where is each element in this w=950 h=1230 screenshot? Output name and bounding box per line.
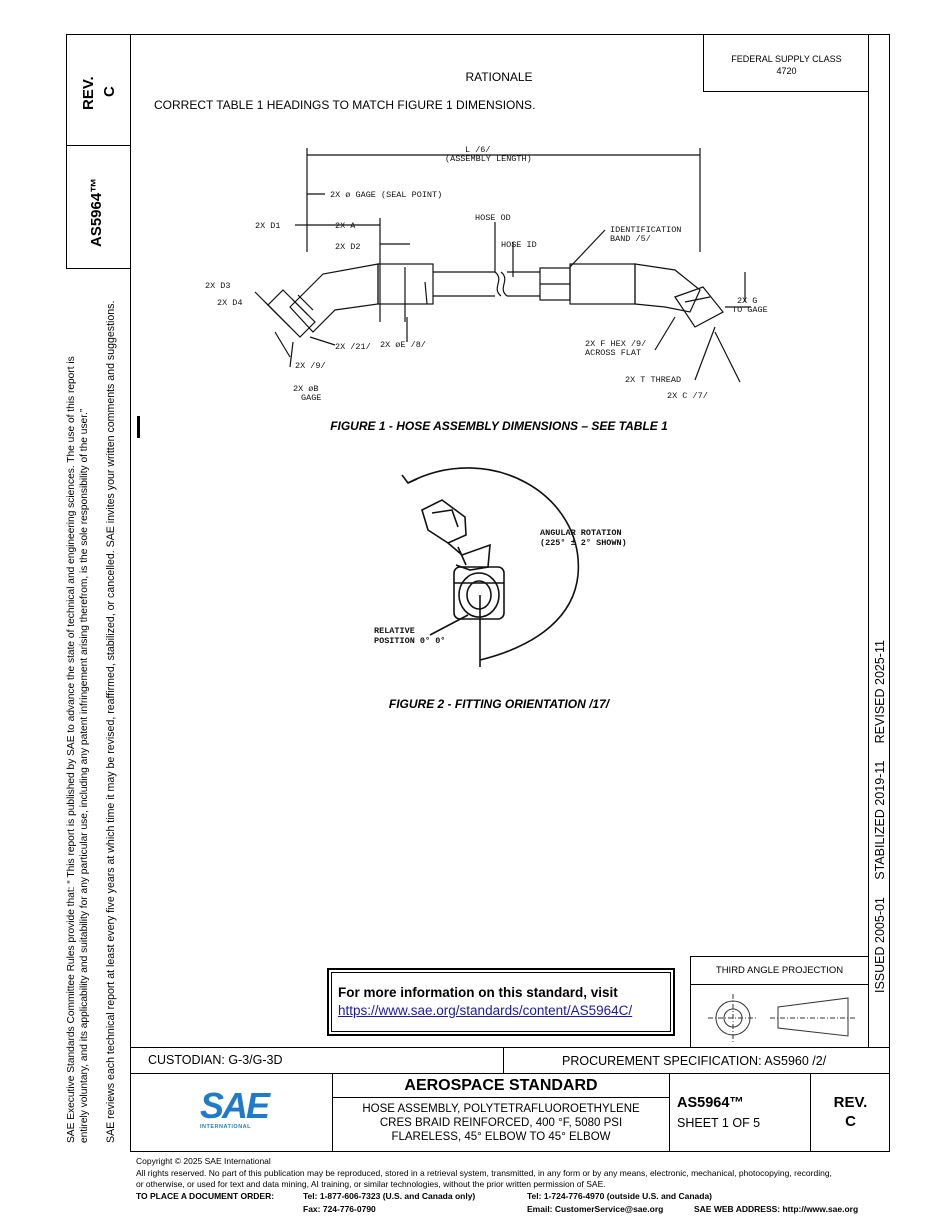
rev-box — [66, 34, 131, 146]
title-line-1: HOSE ASSEMBLY, POLYTETRAFLUOROETHYLENE — [362, 1103, 640, 1115]
federal-supply-box — [703, 34, 869, 92]
fig1-g-2: TO GAGE — [732, 305, 768, 315]
info-box-link[interactable]: https://www.sae.org/standards/content/AS… — [338, 1003, 633, 1018]
rationale-text: CORRECT TABLE 1 HEADINGS TO MATCH FIGURE… — [154, 98, 536, 112]
info-box-title: For more information on this standard, v… — [338, 985, 618, 1000]
figure-1-caption: FIGURE 1 - HOSE ASSEMBLY DIMENSIONS – SE… — [330, 419, 668, 433]
doc-number-vertical: AS5964™ — [88, 177, 105, 247]
fig1-length: L /6/ — [465, 145, 491, 155]
fig1-d1: 2X D1 — [255, 221, 281, 231]
fig1-d2: 2X D2 — [335, 242, 361, 252]
disclaimer-line-3: SAE reviews each technical report at lea… — [105, 300, 117, 1143]
fig1-gage-seal: 2X ø GAGE (SEAL POINT) — [330, 190, 442, 200]
web-address[interactable]: SAE WEB ADDRESS: http://www.sae.org — [694, 1204, 859, 1214]
info-box — [327, 968, 675, 1036]
change-bar — [137, 416, 140, 438]
rights-line-1: All rights reserved. No part of this pub… — [136, 1168, 832, 1178]
fig1-d4: 2X D4 — [217, 298, 243, 308]
order-label: TO PLACE A DOCUMENT ORDER: — [136, 1191, 275, 1201]
fig1-e: 2X øE /8/ — [380, 340, 426, 350]
figure-2-caption: FIGURE 2 - FITTING ORIENTATION /17/ — [388, 697, 610, 711]
federal-supply-line1: FEDERAL SUPPLY CLASS — [731, 54, 842, 64]
fig1-f-hex-2: ACROSS FLAT — [585, 348, 641, 358]
fig1-c17: 2X C /7/ — [667, 391, 708, 401]
title-rev-label: REV. — [833, 1094, 868, 1111]
third-angle-box — [690, 956, 869, 1048]
fig2-relative-2: POSITION 0° 0° — [374, 636, 445, 646]
fax: Fax: 724-776-0790 — [303, 1204, 376, 1214]
copyright: Copyright © 2025 SAE International — [136, 1156, 271, 1166]
fig1-g-1: 2X G — [737, 296, 757, 306]
rev-value: C — [101, 86, 118, 97]
fig1-d3: 2X D3 — [205, 281, 231, 291]
title-rev-value: C — [845, 1113, 856, 1130]
sae-logo: SAE INTERNATIONAL — [200, 1088, 270, 1136]
fig1-b-2: GAGE — [301, 393, 321, 403]
fig1-n9: 2X /9/ — [295, 361, 326, 371]
rationale-heading: RATIONALE — [465, 70, 533, 84]
tel-us: Tel: 1-877-606-7323 (U.S. and Canada onl… — [303, 1191, 476, 1201]
sae-logo-letters: SAE — [200, 1085, 270, 1126]
fig1-t-thread: 2X T THREAD — [625, 375, 681, 385]
title-line-2: CRES BRAID REINFORCED, 400 °F, 5080 PSI — [379, 1117, 623, 1129]
fig2-angular-2: (225° ± 2° SHOWN) — [540, 538, 627, 548]
title-doc-number: AS5964™ — [677, 1095, 744, 1111]
disclaimer-line-1: SAE Executive Standards Committee Rules … — [66, 356, 77, 1143]
third-angle-label: THIRD ANGLE PROJECTION — [715, 965, 844, 976]
tel-outside: Tel: 1-724-776-4970 (outside U.S. and Ca… — [527, 1191, 713, 1201]
fig2-angular-1: ANGULAR ROTATION — [540, 528, 622, 538]
procurement-spec: PROCUREMENT SPECIFICATION: AS5960 /2/ — [562, 1054, 827, 1068]
disclaimer-line-2: entirely voluntary, and its applicabilit… — [79, 408, 90, 1143]
figure-1-drawing: L /6/ (ASSEMBLY LENGTH) 2X ø GAGE (SEAL … — [205, 145, 768, 403]
title-heading: AEROSPACE STANDARD — [404, 1077, 598, 1094]
fig1-b-1: 2X øB — [293, 384, 319, 394]
email[interactable]: Email: CustomerService@sae.org — [527, 1204, 664, 1214]
fig1-hose-id: HOSE ID — [501, 240, 537, 250]
custodian: CUSTODIAN: G-3/G-3D — [148, 1053, 283, 1067]
sheet-number: SHEET 1 OF 5 — [677, 1116, 761, 1130]
fig1-assembly-length: (ASSEMBLY LENGTH) — [445, 154, 532, 164]
fig1-ident-band-2: BAND /5/ — [610, 234, 651, 244]
fig2-relative-1: RELATIVE — [374, 626, 415, 636]
fig1-a: 2X A — [335, 221, 356, 231]
third-angle-symbol — [708, 994, 855, 1042]
federal-supply-line2: 4720 — [776, 66, 797, 76]
fig1-hose-od: HOSE OD — [475, 213, 511, 223]
fig1-n21: 2X /21/ — [335, 342, 371, 352]
sae-logo-sub: INTERNATIONAL — [200, 1124, 252, 1130]
figure-2-drawing: ANGULAR ROTATION (225° ± 2° SHOWN) RELAT… — [374, 467, 627, 667]
title-line-3: FLARELESS, 45° ELBOW TO 45° ELBOW — [391, 1131, 611, 1143]
issue-dates: ISSUED 2005-01 STABILIZED 2019-11 REVISE… — [873, 640, 887, 993]
doc-number-box — [66, 145, 131, 269]
fig1-f-hex-1: 2X F HEX /9/ — [585, 339, 646, 349]
rev-label: REV. — [80, 76, 97, 110]
page-frame — [130, 34, 890, 1152]
rights-line-2: or otherwise, or used for text and data … — [136, 1179, 606, 1189]
fig1-ident-band-1: IDENTIFICATION — [610, 225, 681, 235]
